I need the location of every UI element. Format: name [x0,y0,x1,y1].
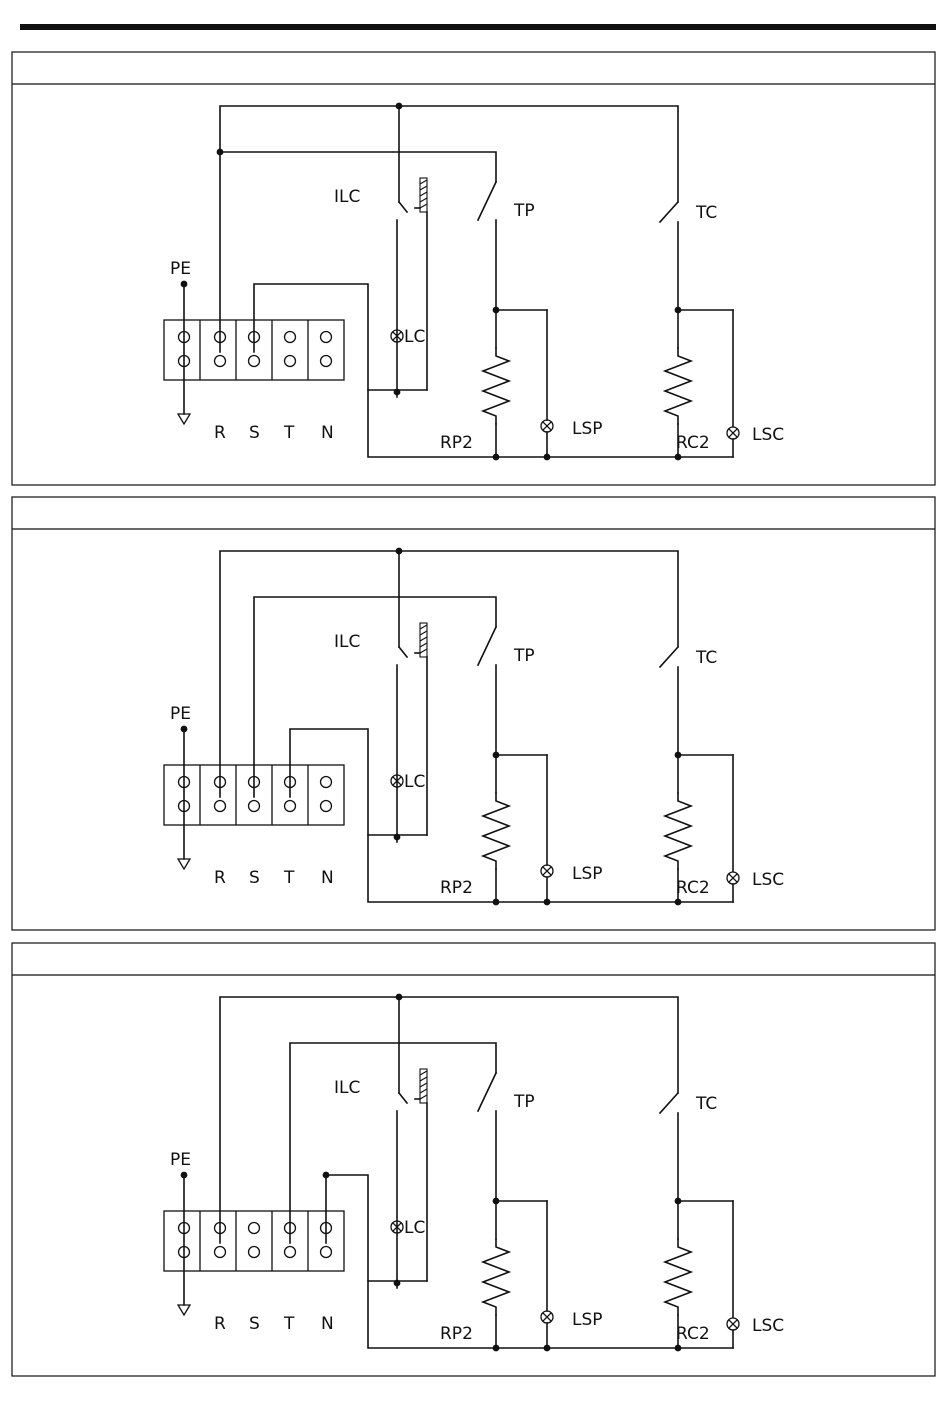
label-rp2: RP2 [440,1324,473,1344]
label-rp2: RP2 [440,878,473,898]
panel-2: PE R S T N LC ILC TP TC RP2 LSP RC2 LSC [12,497,935,930]
label-tc: TC [695,1094,717,1114]
label-pe: PE [170,704,191,724]
label-tp: TP [513,646,535,666]
label-s: S [249,423,260,443]
junction-dot [544,899,551,906]
label-n: N [321,868,334,888]
label-lsc: LSC [752,1316,784,1336]
label-ilc: ILC [334,632,360,652]
junction-dot [544,1345,551,1352]
label-pe: PE [170,1150,191,1170]
label-lc: LC [404,772,425,792]
junction-dot [544,454,551,461]
label-rp2: RP2 [440,433,473,453]
label-ilc: ILC [334,187,360,207]
label-t: T [283,1314,295,1334]
label-t: T [283,868,295,888]
label-s: S [249,1314,260,1334]
panels: PERSTNLCILCTPTCRP2LSPRC2LSCPERSTNLCILCTP… [12,52,935,1376]
label-rc2: RC2 [676,433,710,453]
label-lc: LC [404,327,425,347]
junction-dot [493,454,500,461]
label-t: T [283,423,295,443]
junction-dot [217,149,224,156]
label-lsc: LSC [752,425,784,445]
panel-frame [12,943,935,1376]
label-lc: LC [404,1218,425,1238]
label-rc2: RC2 [676,1324,710,1344]
label-n: N [321,1314,334,1334]
label-n: N [321,423,334,443]
label-s: S [249,868,260,888]
label-tc: TC [695,648,717,668]
label-lsp: LSP [572,419,603,439]
junction-dot [675,899,682,906]
label-r: R [214,1314,226,1334]
panel-1: PE R S T N LC ILC TP TC RP2 LSP RC2 LSC [12,52,935,485]
label-tc: TC [695,203,717,223]
label-r: R [214,423,226,443]
label-rc2: RC2 [676,878,710,898]
label-lsc: LSC [752,870,784,890]
label-r: R [214,868,226,888]
panel-3: PE R S T N LC ILC TP TC RP2 LSP RC2 LSC [12,943,935,1376]
junction-dot [675,1345,682,1352]
label-pe: PE [170,259,191,279]
label-ilc: ILC [334,1078,360,1098]
label-lsp: LSP [572,1310,603,1330]
panel-frame [12,497,935,930]
junction-dot [493,899,500,906]
junction-dot [675,454,682,461]
junction-dot [493,1345,500,1352]
label-tp: TP [513,1092,535,1112]
top-rule [20,24,936,30]
panel-frame [12,52,935,485]
label-lsp: LSP [572,864,603,884]
label-tp: TP [513,201,535,221]
